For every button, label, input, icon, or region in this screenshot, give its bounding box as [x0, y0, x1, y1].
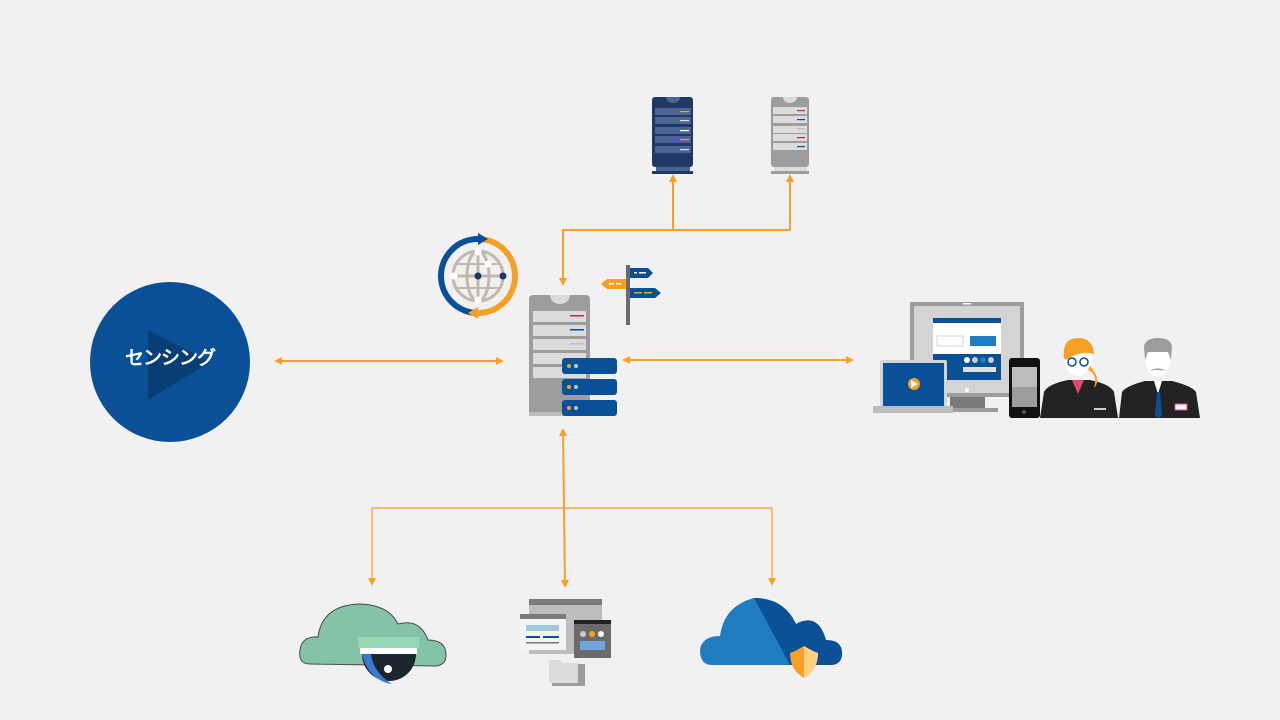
laptop-icon: [873, 360, 953, 413]
cloud-security-icon[interactable]: [700, 598, 843, 678]
edge-bottom-right: [564, 507, 776, 586]
person-male-icon: [1119, 338, 1200, 418]
storage-units: [562, 358, 617, 416]
globe-sync-icon: [438, 233, 518, 319]
connectors: [274, 174, 854, 588]
play-icon: [148, 330, 210, 400]
signpost-icon: [601, 265, 661, 325]
server-dark-icon[interactable]: [652, 97, 693, 174]
cloud-camera-icon[interactable]: [299, 603, 447, 684]
server-gray-icon[interactable]: [771, 97, 809, 174]
devices-users-icon[interactable]: [873, 302, 1200, 418]
person-female-icon: [1040, 338, 1118, 418]
monitor-icon: [910, 302, 1024, 412]
central-server-icon[interactable]: [529, 295, 617, 416]
sensing-node[interactable]: [90, 282, 250, 442]
phone-icon: [1009, 358, 1040, 418]
shield-icon: [790, 646, 818, 678]
app-windows-icon[interactable]: [520, 599, 611, 686]
edge-bottom-left: [368, 507, 564, 586]
edge-top-servers-trunk: [559, 174, 794, 286]
